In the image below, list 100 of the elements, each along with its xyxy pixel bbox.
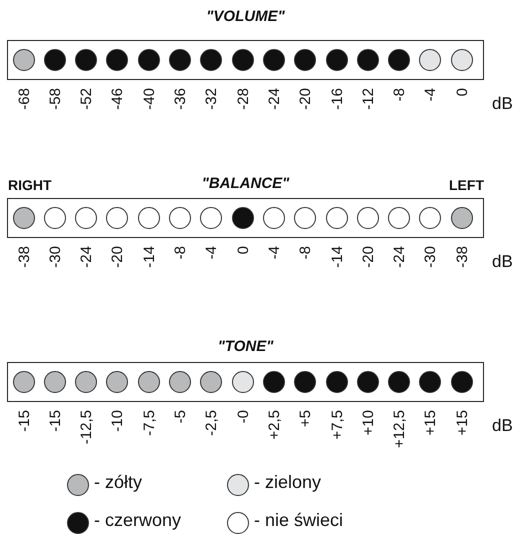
scale-value: -16 [330, 88, 344, 110]
legend-label: - zielony [254, 472, 322, 493]
scale-value: -15 [48, 410, 63, 432]
scale-value: -12 [360, 88, 376, 110]
led-indicator [419, 206, 442, 228]
led-indicator [106, 370, 128, 392]
led-indicator [75, 370, 98, 392]
scale-value: -58 [48, 88, 63, 110]
scale-value: -4 [266, 246, 282, 260]
scale-value: -0 [236, 410, 251, 424]
scale-value: -20 [360, 246, 376, 268]
scale-value: -36 [173, 88, 188, 110]
led-indicator [106, 206, 128, 228]
scale-value: -24 [79, 246, 94, 268]
scale-value: -4 [204, 246, 220, 260]
scale-value: -4 [423, 88, 438, 102]
scale-value: +5 [298, 410, 314, 428]
scale-value: -24 [392, 246, 408, 268]
led-indicator [169, 48, 191, 70]
led-indicator [232, 370, 254, 392]
led-indicator [262, 370, 285, 392]
led-indicator [12, 48, 34, 70]
led-indicator [169, 206, 191, 228]
scale-value: -15 [16, 410, 32, 432]
scale-value: -10 [110, 410, 126, 432]
led-indicator [200, 370, 222, 392]
led-indicator [450, 370, 473, 392]
scale-value: -5 [173, 410, 188, 424]
led-indicator [75, 206, 98, 228]
panel-heading: "BALANCE" [202, 175, 290, 192]
scale-value: -52 [79, 88, 94, 110]
scale-value: -24 [266, 88, 282, 110]
led-indicator [138, 370, 160, 392]
led-indicator [262, 206, 285, 228]
led-indicator [12, 370, 34, 392]
scale-value: -32 [204, 88, 220, 110]
legend-label: - czerwony [94, 510, 182, 531]
scale-value: -7,5 [142, 410, 157, 436]
led-indicator [450, 206, 473, 228]
led-indicator [326, 206, 348, 228]
side-label: RIGHT [8, 177, 52, 193]
scale-value: -38 [454, 246, 470, 268]
led-indicator [232, 48, 254, 70]
led-indicator [138, 48, 160, 70]
scale-value: -14 [330, 246, 344, 268]
led-indicator [388, 370, 410, 392]
led-indicator [388, 206, 410, 228]
unit-label: dB [492, 94, 513, 114]
led-indicator [419, 48, 442, 70]
led-indicator [356, 48, 379, 70]
led-indicator [294, 48, 316, 70]
scale-value: -20 [110, 246, 126, 268]
unit-label: dB [492, 252, 513, 272]
scale-value: 0 [454, 88, 470, 96]
scale-value: -8 [173, 246, 188, 260]
scale-value: +7,5 [330, 410, 344, 440]
led-indicator [450, 48, 473, 70]
scale-value: -20 [298, 88, 314, 110]
scale-value: -14 [142, 246, 157, 268]
led-indicator [388, 48, 410, 70]
scale-value: -46 [110, 88, 126, 110]
led-indicator [44, 206, 66, 228]
led-indicator [232, 206, 254, 228]
led-indicator [419, 370, 442, 392]
scale-value: -2,5 [204, 410, 220, 436]
led-indicator [262, 48, 285, 70]
scale-value: -12,5 [79, 410, 94, 444]
led-indicator [326, 370, 348, 392]
panel-heading: "TONE" [218, 338, 274, 355]
scale-value: -30 [423, 246, 438, 268]
panel-heading: "VOLUME" [206, 8, 285, 25]
scale-value: -40 [142, 88, 157, 110]
led-indicator [326, 48, 348, 70]
scale-value: +10 [360, 410, 376, 436]
scale-value: -38 [16, 246, 32, 268]
led-indicator [356, 370, 379, 392]
led-indicator [200, 206, 222, 228]
scale-value: +15 [423, 410, 438, 436]
legend-label: - nie świeci [254, 510, 344, 531]
scale-value: -8 [392, 88, 408, 102]
scale-value: -8 [298, 246, 314, 260]
scale-value: -28 [236, 88, 251, 110]
scale-value: -30 [48, 246, 63, 268]
legend-label: - zółty [94, 472, 142, 493]
led-indicator [200, 48, 222, 70]
led-indicator [356, 206, 379, 228]
led-indicator [44, 48, 66, 70]
led-indicator [169, 370, 191, 392]
led-indicator [44, 370, 66, 392]
led-indicator [138, 206, 160, 228]
led-indicator [294, 206, 316, 228]
led-indicator [294, 370, 316, 392]
scale-value: -68 [16, 88, 32, 110]
scale-value: +2,5 [266, 410, 282, 440]
led-indicator [75, 48, 98, 70]
unit-label: dB [492, 416, 513, 436]
scale-value: 0 [236, 246, 251, 254]
scale-value: +12,5 [392, 410, 408, 448]
led-indicator [12, 206, 34, 228]
led-indicator [106, 48, 128, 70]
